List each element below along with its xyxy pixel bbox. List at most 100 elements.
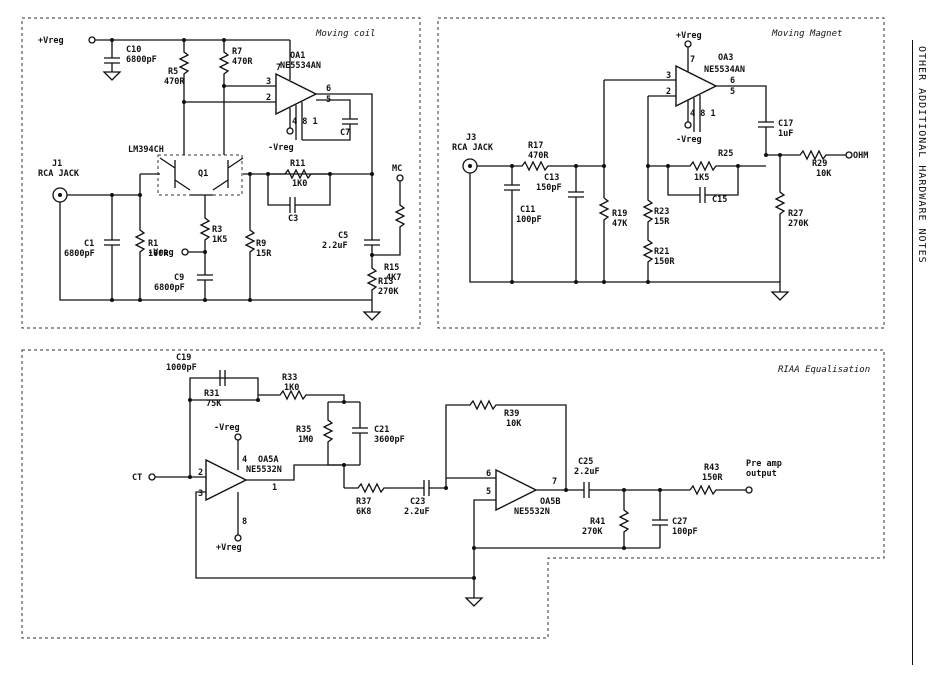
lbl-r35: R35 [296, 425, 311, 435]
lbl-r23: R23 [654, 207, 669, 217]
title-moving-magnet: Moving Magnet [771, 29, 842, 39]
lbl-c5v: 2.2uF [322, 241, 348, 251]
lbl-vreg-b: +Vreg [216, 543, 242, 553]
lbl-c13: C13 [544, 173, 559, 183]
lbl-r3v: 1K5 [212, 235, 227, 245]
lbl-k15: 1K5 [694, 173, 709, 183]
lbl-c21: C21 [374, 425, 389, 435]
lbl-c10v: 6800pF [126, 55, 157, 65]
lbl-oa3: OA3 [718, 53, 733, 63]
lbl-c3: C3 [288, 214, 298, 224]
lbl-vreg-mm: +Vreg [676, 31, 702, 41]
lbl-oa1t: NE5534AN [280, 61, 321, 71]
lbl-c17v: 1uF [778, 129, 793, 139]
lbl-oa5b: OA5B [540, 497, 560, 507]
lbl-r33: R33 [282, 373, 297, 383]
lbl-pre2: output [746, 469, 777, 479]
lbl-pins481: 4 8 1 [292, 117, 318, 127]
lbl-n4: 4 [242, 455, 247, 465]
lbl-r29v: 10K [816, 169, 832, 179]
lbl-pin3: 3 [266, 77, 271, 87]
lbl-r41v: 270K [582, 527, 603, 537]
lbl-r37v: 6K8 [356, 507, 371, 517]
moving-magnet-circuit [462, 40, 853, 301]
lbl-c19: C19 [176, 353, 191, 363]
lbl-c13v: 150pF [536, 183, 562, 193]
lbl-r13v: 270K [378, 287, 399, 297]
lbl-a-pin2: 2 [198, 468, 203, 478]
lbl-nvreg2: -Vreg [148, 248, 174, 258]
lbl-r27v: 270K [788, 219, 809, 229]
lbl-r35v: 1M0 [298, 435, 313, 445]
lbl-mm-pin5: 5 [730, 87, 735, 97]
lbl-r41: R41 [590, 517, 605, 527]
lbl-r21: R21 [654, 247, 669, 257]
lbl-ohm: OHM [853, 151, 868, 161]
lbl-r11: R11 [290, 159, 305, 169]
lbl-r17v: 470R [528, 151, 549, 161]
lbl-r37: R37 [356, 497, 371, 507]
lbl-pin5: 5 [326, 95, 331, 105]
lbl-r31: R31 [204, 389, 219, 399]
lbl-c10: C10 [126, 45, 141, 55]
lbl-mm-pins: 4 8 1 [690, 109, 716, 119]
lbl-c25: C25 [578, 457, 593, 467]
lbl-b-pin6: 6 [486, 469, 491, 479]
lbl-pre1: Pre amp [746, 459, 782, 469]
lbl-r5: R5 [168, 67, 178, 77]
lbl-oa5at: NE5532N [246, 465, 282, 475]
lbl-r11v: 1K0 [292, 179, 307, 189]
moving-coil-box [21, 17, 421, 329]
lbl-c1: C1 [84, 239, 94, 249]
lbl-c25v: 2.2uF [574, 467, 600, 477]
lbl-c23: C23 [410, 497, 425, 507]
moving-coil-circuit [52, 36, 406, 321]
lbl-r33v: 1K0 [284, 383, 299, 393]
title-riaa: RIAA Equalisation [778, 365, 870, 375]
lbl-r27: R27 [788, 209, 803, 219]
lbl-mm-pin2: 2 [666, 87, 671, 97]
title-block-text: OTHER ADDITIONAL HARDWARE NOTES [916, 46, 927, 264]
lbl-b-pin7: 7 [552, 477, 557, 487]
title-block-strip: OTHER ADDITIONAL HARDWARE NOTES [912, 40, 931, 665]
lbl-c19v: 1000pF [166, 363, 197, 373]
lbl-r21v: 150R [654, 257, 675, 267]
lbl-c11: C11 [520, 205, 535, 215]
lbl-r7v: 470R [232, 57, 253, 67]
lbl-c11v: 100pF [516, 215, 542, 225]
lbl-vreg: +Vreg [38, 36, 64, 46]
lbl-a-pin1: 1 [272, 483, 277, 493]
lbl-r7: R7 [232, 47, 242, 57]
lbl-r15v: 4K7 [386, 273, 401, 283]
lbl-c15: C15 [712, 195, 727, 205]
lbl-r39v: 10K [506, 419, 522, 429]
lbl-ct: CT [132, 473, 142, 483]
lbl-r43v: 150R [702, 473, 723, 483]
lbl-r9v: 15R [256, 249, 272, 259]
lbl-lm394: LM394CH [128, 145, 164, 155]
lbl-c27: C27 [672, 517, 687, 527]
riaa-circuit [148, 370, 753, 607]
lbl-r13: R13 [378, 277, 393, 287]
lbl-mm-pin3: 3 [666, 71, 671, 81]
lbl-c5: C5 [338, 231, 348, 241]
lbl-nvreg4: -Vreg [214, 423, 240, 433]
lbl-mm-pin7: 7 [690, 55, 695, 65]
lbl-r43: R43 [704, 463, 719, 473]
lbl-j1: J1 [52, 159, 62, 169]
lbl-r9: R9 [256, 239, 266, 249]
lbl-oa3t: NE5534AN [704, 65, 745, 75]
lbl-c23v: 2.2uF [404, 507, 430, 517]
lbl-c9: C9 [174, 273, 184, 283]
lbl-oa5a: OA5A [258, 455, 278, 465]
lbl-pin6: 6 [326, 84, 331, 94]
lbl-r3: R3 [212, 225, 222, 235]
lbl-c17: C17 [778, 119, 793, 129]
lbl-b-pin5: 5 [486, 487, 491, 497]
riaa-box [21, 349, 885, 639]
lbl-r23v: 15R [654, 217, 670, 227]
lbl-r31v: 75K [206, 399, 222, 409]
lbl-mc: MC [392, 164, 402, 174]
lbl-c27v: 100pF [672, 527, 698, 537]
lbl-pin7: 7 [276, 63, 281, 73]
